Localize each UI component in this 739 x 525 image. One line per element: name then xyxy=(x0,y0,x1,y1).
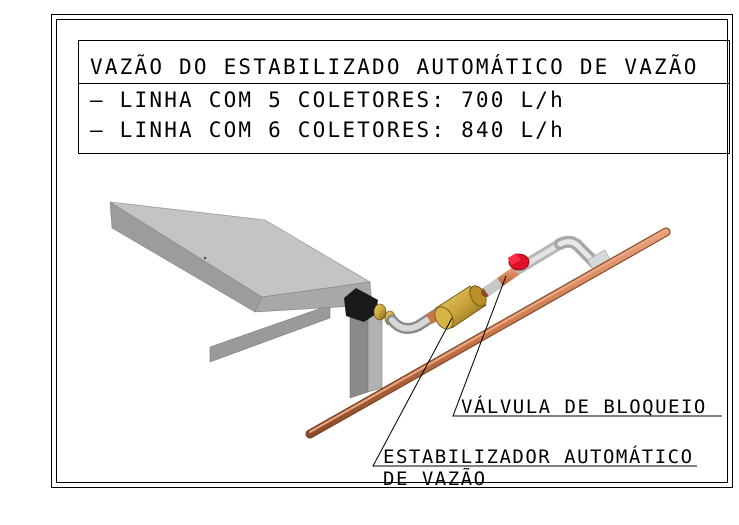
copper-header-pipe xyxy=(305,227,671,439)
drawing-frame-outer xyxy=(51,14,733,488)
notes-divider-1 xyxy=(78,83,730,84)
label-shutoff-valve: VÁLVULA DE BLOQUEIO xyxy=(461,396,707,418)
label-flow-stabilizer-line1: ESTABILIZADOR AUTOMÁTICO xyxy=(383,446,694,468)
notes-line-6-collectors: — LINHA COM 6 COLETORES: 840 L/h xyxy=(90,118,565,142)
notes-table xyxy=(78,40,730,154)
label-flow-stabilizer-line2: DE VAZÃO xyxy=(383,468,487,490)
callout-leaders xyxy=(372,275,722,467)
notes-line-5-collectors: — LINHA COM 5 COLETORES: 700 L/h xyxy=(90,88,565,112)
drawing-frame-inner xyxy=(56,19,728,483)
collector-support xyxy=(209,304,383,399)
notes-title: VAZÃO DO ESTABILIZADO AUTOMÁTICO DE VAZÃ… xyxy=(90,55,699,79)
return-pipe xyxy=(481,235,614,297)
shutoff-valve xyxy=(507,253,530,271)
flow-stabilizer xyxy=(434,285,487,330)
connection-pipe xyxy=(386,307,444,334)
solar-collector xyxy=(109,201,373,313)
